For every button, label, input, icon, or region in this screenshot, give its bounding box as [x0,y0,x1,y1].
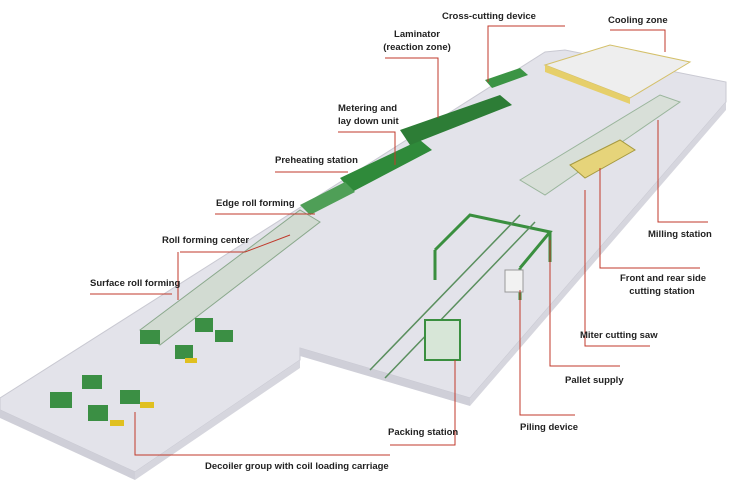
label-decoiler-group: Decoiler group with coil loading carriag… [205,461,389,472]
label-packing-station: Packing station [388,427,459,438]
leader-lines [90,25,708,456]
pallet-stack [504,269,524,293]
label-laminator-line2: (reaction zone) [383,42,451,53]
coil-carriage [110,358,197,426]
label-preheating-station: Preheating station [275,155,358,166]
label-miter-cutting-saw: Miter cutting saw [580,330,658,341]
preheating-station [340,140,432,192]
decoiler-group [50,318,233,421]
floor-edge [470,102,726,406]
label-laminator-line1: Laminator [394,29,440,40]
label-metering-line2: lay down unit [338,116,399,127]
label-metering-unit: Metering and lay down unit [338,102,399,128]
label-cooling-zone: Cooling zone [608,15,668,26]
label-front-rear-line1: Front and rear side [620,273,707,284]
label-cross-cutting-device: Cross-cutting device [442,11,536,22]
cooling-zone [543,44,692,99]
label-laminator: Laminator (reaction zone) [382,28,452,54]
edge-roll-forming [300,182,355,215]
label-front-rear-cutting: Front and rear side cutting station [620,272,707,298]
label-edge-roll-forming: Edge roll forming [216,198,295,209]
floor-edge [0,410,135,480]
label-milling-station: Milling station [648,229,712,240]
label-pallet-supply: Pallet supply [565,375,624,386]
pallet-rail [369,214,536,379]
label-front-rear-line2: cutting station [629,286,695,297]
label-surface-roll-forming: Surface roll forming [90,278,181,289]
packing-station [424,319,461,361]
label-roll-forming-center: Roll forming center [162,235,250,246]
floor-edge [135,360,300,480]
cross-cutting [485,68,528,88]
cutting-station [569,139,636,179]
label-piling-device: Piling device [520,422,579,433]
cooling-zone-frame [545,65,630,104]
return-conveyor [519,94,682,196]
laminator [400,95,512,145]
label-metering-line1: Metering and [338,103,398,114]
